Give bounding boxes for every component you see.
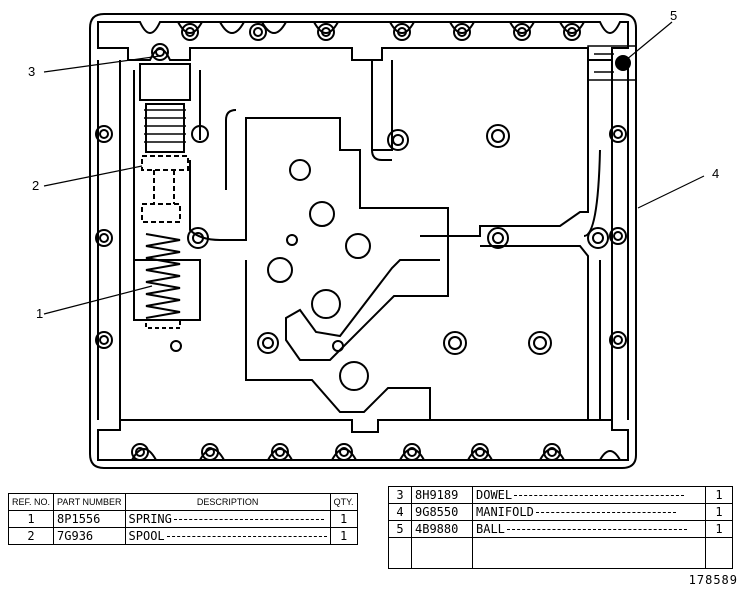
passage-holes [170,159,371,391]
table-row: 5 4B9880 BALL 1 [388,520,733,538]
spool [141,155,189,223]
part-number: 9G8550 [411,503,473,521]
internal-passages [133,60,601,420]
callout-3: 3 [28,64,36,79]
part-number: 8H9189 [411,486,473,504]
ref-no: 1 [7,510,55,528]
table-row: 2 7G936 SPOOL 1 [7,527,358,545]
leader-lines [43,21,705,315]
qty: 1 [705,520,733,538]
description: SPRING [128,512,172,526]
part-number: 4B9880 [411,520,473,538]
ref-no: 5 [388,520,412,538]
description-cell: SPOOL [124,527,331,545]
header-description: DESCRIPTION [124,493,331,511]
parts-table-right: 3 8H9189 DOWEL 1 4 9G8550 MANIFOLD 1 5 4… [388,486,733,569]
header-part-number: PART NUMBER [53,493,126,511]
ref-no: 4 [388,503,412,521]
qty: 1 [329,527,358,545]
description: MANIFOLD [476,505,534,519]
qty: 1 [329,510,358,528]
description: DOWEL [476,488,513,502]
manifold-drawing [43,13,705,469]
table-header: REF. NO. PART NUMBER DESCRIPTION QTY. [7,493,358,511]
spool-bore [139,63,191,153]
qty: 1 [705,503,733,521]
header-qty: QTY. [329,493,358,511]
table-row-blank [388,537,733,569]
description-cell: SPRING [124,510,331,528]
ref-no: 2 [7,527,55,545]
callout-2: 2 [32,178,40,193]
callout-4: 4 [712,166,720,181]
description: SPOOL [128,529,165,543]
ref-no: 3 [388,486,412,504]
table-row: 3 8H9189 DOWEL 1 [388,486,733,504]
table-row: 4 9G8550 MANIFOLD 1 [388,503,733,521]
header-ref: REF. NO. [7,493,55,511]
callout-1: 1 [36,306,44,321]
figure-number: 178589 [688,573,738,587]
description-cell: BALL [472,520,706,538]
table-row: 1 8P1556 SPRING 1 [7,510,358,528]
manifold-outline [89,13,637,469]
parts-table-left: REF. NO. PART NUMBER DESCRIPTION QTY. 1 … [7,493,358,545]
callout-5: 5 [670,8,678,23]
part-number: 8P1556 [53,510,126,528]
ball-port [587,45,637,81]
description: BALL [476,522,505,536]
gasket-edge-top [97,21,629,61]
spring [145,233,181,319]
bolt-holes [95,23,627,461]
description-cell: MANIFOLD [472,503,706,521]
qty: 1 [705,486,733,504]
description-cell: DOWEL [472,486,706,504]
part-number: 7G936 [53,527,126,545]
